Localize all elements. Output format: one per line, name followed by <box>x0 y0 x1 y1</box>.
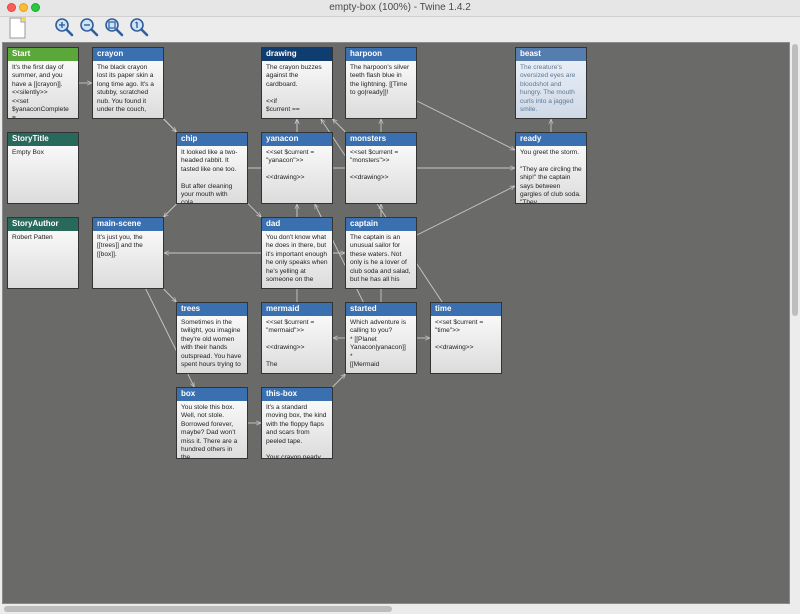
passage-excerpt: The captain is an unusual sailor for the… <box>350 234 413 284</box>
passage-excerpt: It's a standard moving box, the kind wit… <box>266 404 327 459</box>
link-main-scene-to-trees <box>163 288 177 302</box>
toolbar <box>0 17 800 41</box>
title-bar: empty-box (100%) - Twine 1.4.2 <box>0 0 800 17</box>
passage-title: this-box <box>262 388 332 401</box>
horizontal-scrollbar-thumb[interactable] <box>4 606 392 612</box>
vertical-scrollbar[interactable] <box>791 42 799 604</box>
passage-time[interactable]: time <<set $current = "time">> <<drawing>… <box>430 302 502 374</box>
passage-excerpt: <<set $current = "yanacon">> <<drawing>> <box>266 149 315 182</box>
passage-excerpt: You stole this box. Well, not stole. Bor… <box>181 404 240 459</box>
new-passage-button[interactable] <box>8 17 28 39</box>
new-passage-icon <box>9 17 26 39</box>
link-this-box-to-started <box>332 374 346 388</box>
passage-title: chip <box>177 133 247 146</box>
zoom-fit-icon <box>105 18 124 37</box>
minimize-window-button[interactable] <box>19 3 28 12</box>
passage-excerpt: Empty Box <box>12 149 44 156</box>
close-window-button[interactable] <box>7 3 16 12</box>
passage-excerpt: You don't know what he does in there, bu… <box>266 234 330 284</box>
link-harpoon-to-ready <box>416 100 515 151</box>
link-chip-to-main-scene <box>164 203 177 217</box>
passage-excerpt: <<set $current = "time">> <<drawing>> <box>435 319 484 352</box>
zoom-out-button[interactable] <box>79 17 99 37</box>
passage-excerpt: <<set $current = "mermaid">> <<drawing>>… <box>266 319 315 369</box>
passage-title: Start <box>8 48 78 61</box>
passage-title: main-scene <box>93 218 163 231</box>
passage-title: StoryAuthor <box>8 218 78 231</box>
passage-excerpt: The creature's oversized eyes are bloods… <box>520 64 578 114</box>
horizontal-scrollbar[interactable] <box>2 604 790 614</box>
passage-title: time <box>431 303 501 316</box>
passage-title: StoryTitle <box>8 133 78 146</box>
link-monsters-to-drawing <box>333 119 346 133</box>
zoom-in-icon <box>55 18 74 37</box>
passage-mermaid[interactable]: mermaid <<set $current = "mermaid">> <<dr… <box>261 302 333 374</box>
passage-title: mermaid <box>262 303 332 316</box>
passage-excerpt: You greet the storm. "They are circling … <box>520 149 582 204</box>
passage-excerpt: The crayon buzzes against the cardboard.… <box>266 64 322 114</box>
passage-excerpt: Sometimes in the twilight, you imagine t… <box>181 319 243 369</box>
passage-excerpt: The harpoon's silver teeth flash blue in… <box>350 64 412 97</box>
passage-title: box <box>177 388 247 401</box>
passage-excerpt: Robert Patten <box>12 234 53 241</box>
zoom-out-icon <box>80 18 99 37</box>
zoom-actual-icon <box>130 18 149 37</box>
zoom-window-button[interactable] <box>31 3 40 12</box>
passage-title: dad <box>262 218 332 231</box>
passage-title: trees <box>177 303 247 316</box>
window-title: empty-box (100%) - Twine 1.4.2 <box>329 2 471 13</box>
passage-excerpt: The black crayon lost its paper skin a l… <box>97 64 156 114</box>
passage-title: started <box>346 303 416 316</box>
passage-excerpt: It's the first day of summer, and you ha… <box>12 64 69 119</box>
zoom-fit-button[interactable] <box>104 17 124 37</box>
passage-chip[interactable]: chip It looked like a two-headed rabbit. … <box>176 132 248 204</box>
zoom-actual-button[interactable] <box>129 17 149 37</box>
passage-title: ready <box>516 133 586 146</box>
zoom-in-button[interactable] <box>54 17 74 37</box>
passage-title: crayon <box>93 48 163 61</box>
passage-title: harpoon <box>346 48 416 61</box>
passage-title: captain <box>346 218 416 231</box>
passage-title: beast <box>516 48 586 61</box>
passage-excerpt: It's just you, the [[trees]] and the [[b… <box>97 234 145 258</box>
passage-monsters[interactable]: monsters <<set $current = "monsters">> <<… <box>345 132 417 204</box>
passage-excerpt: Which adventure is calling to you? * [[P… <box>350 319 407 369</box>
passage-title: monsters <box>346 133 416 146</box>
passage-yanacon[interactable]: yanacon <<set $current = "yanacon">> <<dr… <box>261 132 333 204</box>
passage-excerpt: It looked like a two-headed rabbit. It t… <box>181 149 238 204</box>
passage-excerpt: <<set $current = "monsters">> <<drawing>… <box>350 149 399 182</box>
link-captain-to-ready <box>416 185 515 236</box>
passage-title: drawing <box>262 48 332 61</box>
link-time-to-drawing <box>321 119 443 303</box>
passage-title: yanacon <box>262 133 332 146</box>
vertical-scrollbar-thumb[interactable] <box>792 44 798 316</box>
